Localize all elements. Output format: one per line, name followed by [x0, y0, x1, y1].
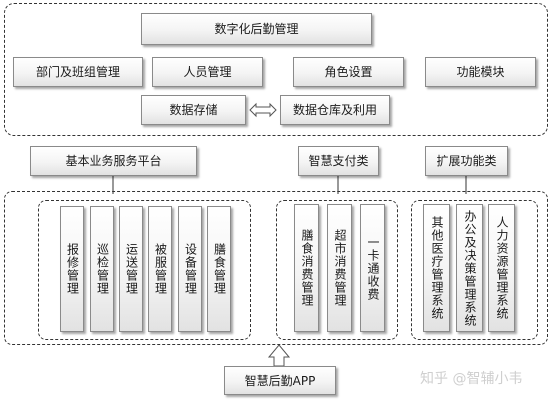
data-storage-box: 数据存储 — [141, 95, 246, 125]
module-label: 角色设置 — [324, 65, 373, 79]
module-label: 功能模块 — [456, 65, 505, 79]
smart-logistics-app-box: 智慧后勤APP — [224, 366, 336, 395]
platform-box-payment: 智慧支付类 — [298, 146, 379, 176]
bidirectional-arrow-icon — [249, 102, 277, 118]
services-layer-group — [4, 191, 548, 345]
platform-box-basic: 基本业务服务平台 — [30, 146, 197, 176]
service-label: 巡检管理 — [95, 243, 110, 295]
module-box-department: 部门及班组管理 — [13, 57, 143, 87]
platform-label: 智慧支付类 — [308, 154, 369, 168]
service-label: 设备管理 — [183, 243, 198, 295]
platform-box-extension: 扩展功能类 — [425, 146, 508, 176]
service-box-linen: 被服管理 — [148, 206, 172, 332]
service-label: 被服管理 — [153, 243, 168, 295]
service-box-transport: 运送管理 — [119, 206, 143, 332]
payment-services-group — [276, 200, 398, 340]
platform-label: 扩展功能类 — [436, 154, 497, 168]
digital-logistics-title-box: 数字化后勤管理 — [141, 13, 372, 45]
service-box-repair: 报修管理 — [60, 206, 84, 332]
module-label: 部门及班组管理 — [35, 65, 120, 79]
up-arrow-icon — [267, 344, 291, 367]
service-label: 运送管理 — [124, 243, 139, 295]
service-box-other-medical: 其他医疗管理系统 — [423, 204, 450, 332]
service-label: 超市消费管理 — [333, 229, 347, 307]
top-title: 数字化后勤管理 — [214, 22, 299, 36]
data-warehouse-label: 数据仓库及利用 — [292, 103, 377, 117]
service-box-inspection: 巡检管理 — [90, 206, 114, 332]
module-box-role: 角色设置 — [293, 57, 404, 87]
module-box-personnel: 人员管理 — [152, 57, 263, 87]
service-box-supermarket-payment: 超市消费管理 — [327, 204, 352, 332]
service-label: 其他医疗管理系统 — [430, 216, 444, 320]
module-label: 人员管理 — [183, 65, 232, 79]
service-label: 膳食管理 — [212, 243, 227, 295]
watermark: 知乎 @智辅小韦 — [420, 371, 523, 387]
service-box-hr: 人力资源管理系统 — [488, 204, 515, 332]
data-warehouse-box: 数据仓库及利用 — [280, 95, 390, 125]
service-label: 一卡通收费 — [366, 235, 380, 301]
management-layer-group — [4, 3, 548, 136]
service-box-equipment: 设备管理 — [178, 206, 202, 332]
service-box-meals: 膳食管理 — [207, 206, 231, 332]
service-label: 人力资源管理系统 — [495, 216, 509, 320]
module-box-function: 功能模块 — [425, 57, 536, 87]
platform-label: 基本业务服务平台 — [65, 154, 162, 168]
app-label: 智慧后勤APP — [244, 373, 316, 388]
extension-services-group — [411, 200, 538, 340]
basic-services-group — [38, 200, 251, 340]
service-label: 报修管理 — [65, 243, 80, 295]
service-box-office-decision: 办公及决策管理系统 — [456, 204, 483, 332]
service-label: 膳食消费管理 — [300, 229, 314, 307]
service-box-card-payment: 一卡通收费 — [360, 204, 385, 332]
data-storage-label: 数据存储 — [169, 103, 218, 117]
service-box-meal-payment: 膳食消费管理 — [294, 204, 319, 332]
service-label: 办公及决策管理系统 — [463, 209, 477, 327]
